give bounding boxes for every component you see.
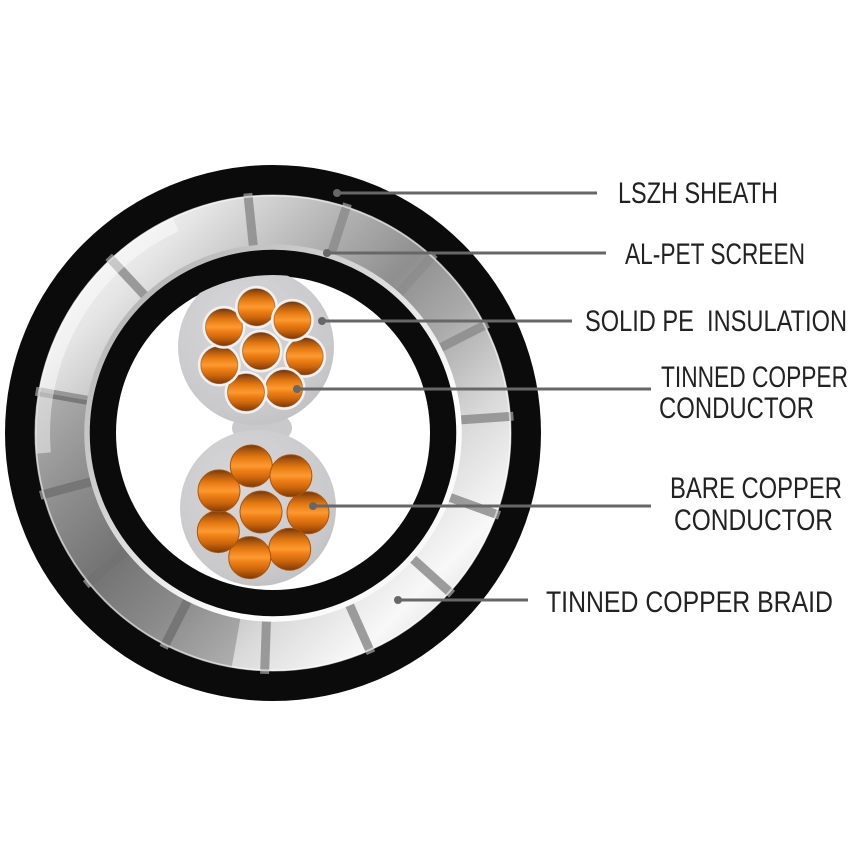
tinned-copper-strand (270, 298, 314, 342)
label-bare-copper-conductor-line2: CONDUCTOR (674, 504, 833, 537)
tinned-copper-strand (262, 367, 306, 410)
braid-segment-dividers (34, 192, 514, 675)
bare-copper-strand (196, 510, 240, 554)
bare-copper-strand (239, 490, 283, 534)
tinned-copper-strand (235, 285, 278, 329)
bare-copper-strand (269, 454, 313, 498)
label-lszh-sheath: LSZH SHEATH (618, 177, 778, 210)
tinned-copper-strand (283, 334, 327, 378)
leader-bare-copper-conductor (309, 502, 651, 510)
label-tinned-copper-conductor-line1: TINNED COPPER (661, 361, 848, 394)
bare-copper-strand (228, 536, 272, 580)
label-tinned-copper-conductor-line2: CONDUCTOR (659, 392, 814, 425)
leader-al-pet-screen (323, 249, 606, 257)
leader-tinned-copper-braid (394, 596, 528, 604)
bare-copper-strand (268, 527, 312, 571)
insulated-core-top (178, 275, 334, 425)
braid-glare-arc (36, 218, 179, 454)
tinned-copper-strand (224, 370, 268, 414)
tinned-copper-strand (197, 343, 241, 387)
label-bare-copper-conductor-line1: BARE COPPER (670, 472, 842, 505)
label-solid-pe-insulation: SOLID PE INSULATION (585, 305, 847, 338)
al-pet-screen-ring (84, 244, 462, 622)
braid-shadow-arc (34, 391, 242, 668)
tinned-copper-braid-ring (34, 192, 514, 675)
insulated-core-bottom (180, 430, 336, 586)
bare-copper-strand (197, 469, 241, 513)
bare-copper-strand (229, 444, 273, 488)
leader-tinned-copper-conductor (293, 385, 651, 393)
label-al-pet-screen: AL-PET SCREEN (625, 238, 805, 271)
leader-solid-pe-insulation (318, 317, 572, 325)
bare-copper-strands (196, 444, 330, 580)
leader-lszh-sheath (333, 189, 597, 197)
tinned-copper-strands (197, 285, 327, 414)
tinned-copper-strand (239, 329, 283, 373)
tinned-copper-strand (202, 305, 246, 349)
label-tinned-copper-braid: TINNED COPPER BRAID (546, 586, 833, 619)
bare-copper-strand (286, 491, 330, 535)
